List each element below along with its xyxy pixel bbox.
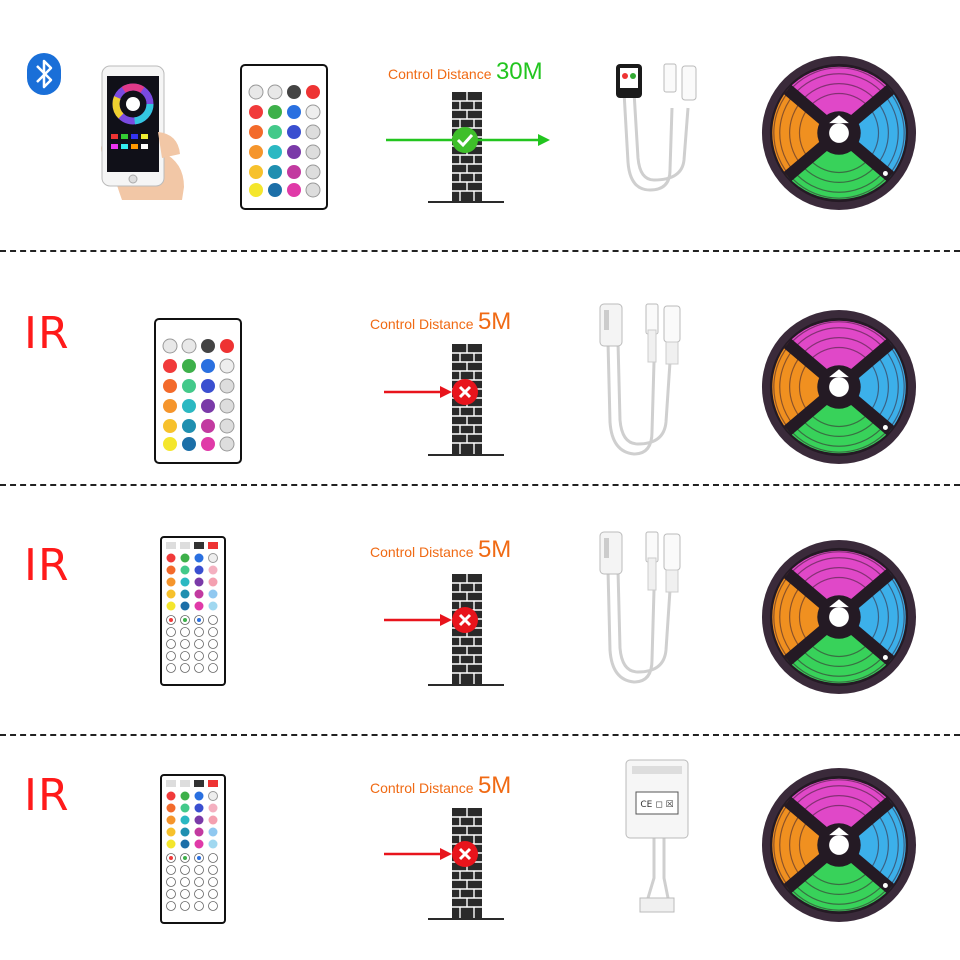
remote-icon <box>160 536 226 686</box>
led-strip-reel-icon <box>760 54 918 212</box>
ir-label: IR <box>24 770 70 821</box>
cross-icon <box>451 606 479 634</box>
led-strip-reel-icon <box>760 308 918 466</box>
ir-label: IR <box>24 540 70 591</box>
control-distance-label: Control Distance <box>370 780 474 796</box>
control-distance-caption: Control Distance 5M <box>370 772 511 800</box>
led-strip-reel-icon <box>760 538 918 696</box>
smartphone-icon <box>92 62 192 202</box>
check-icon <box>451 126 479 154</box>
ground-line <box>428 684 504 686</box>
row-bluetooth: Control Distance 30M <box>0 0 960 250</box>
row-divider <box>0 484 960 486</box>
control-distance-label: Control Distance <box>370 316 474 332</box>
control-distance-caption: Control Distance 5M <box>370 308 511 336</box>
remote-icon <box>240 64 328 210</box>
remote-icon <box>160 774 226 924</box>
row-divider <box>0 250 960 252</box>
signal-arrow <box>384 384 454 400</box>
remote-icon <box>154 318 242 464</box>
cross-icon <box>451 840 479 868</box>
bluetooth-icon <box>26 52 62 96</box>
control-distance-label: Control Distance <box>370 544 474 560</box>
ground-line <box>428 454 504 456</box>
row-ir-44key-box: IR Control Distance 5M <box>0 736 960 960</box>
ir-label: IR <box>24 308 70 359</box>
control-distance-caption: Control Distance 30M <box>388 58 543 86</box>
control-distance-caption: Control Distance 5M <box>370 536 511 564</box>
ground-line <box>428 918 504 920</box>
controller-icon <box>590 302 690 472</box>
controller-icon <box>606 62 706 212</box>
controller-icon <box>624 758 694 928</box>
row-divider <box>0 734 960 736</box>
signal-arrow <box>384 846 454 862</box>
control-distance-value: 30M <box>495 58 543 85</box>
control-distance-value: 5M <box>477 308 512 335</box>
cross-icon <box>451 378 479 406</box>
row-ir-44key-mini: IR Control Distance 5M <box>0 486 960 732</box>
ground-line <box>428 201 504 203</box>
controller-icon <box>590 530 690 700</box>
control-distance-value: 5M <box>477 536 512 563</box>
control-distance-label: Control Distance <box>388 66 492 82</box>
row-ir-24key-mini: IR Control Distance 5M <box>0 252 960 482</box>
control-distance-value: 5M <box>477 772 512 799</box>
led-strip-reel-icon <box>760 766 918 924</box>
signal-arrow <box>384 612 454 628</box>
